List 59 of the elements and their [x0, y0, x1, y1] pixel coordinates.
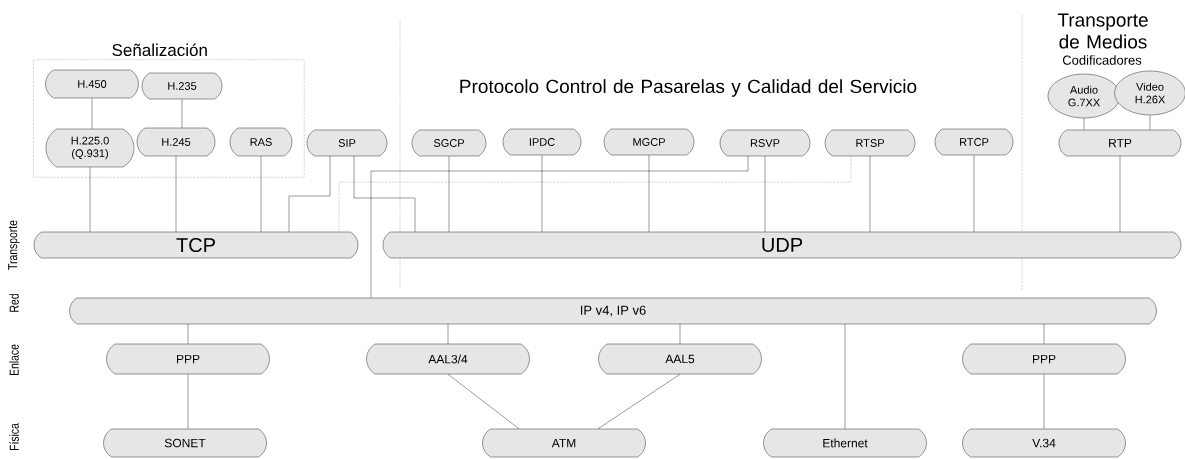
connector-line — [973, 155, 975, 232]
layer-label: Enlace — [9, 344, 19, 376]
connector-line — [187, 374, 189, 429]
protocol-box: RAS — [229, 127, 293, 157]
connector-line — [1043, 374, 1045, 429]
protocol-box: RTCP — [934, 128, 1014, 156]
connector-line — [338, 156, 852, 232]
layer-label: Transporte — [8, 220, 20, 270]
protocol-box: PPP — [106, 343, 270, 375]
protocol-box: AAL3/4 — [366, 343, 530, 375]
connector-line — [597, 374, 681, 429]
protocol-box: RTP — [1058, 129, 1182, 157]
connector-line — [541, 155, 543, 232]
connector-line — [1043, 324, 1045, 344]
protocol-box: V.34 — [962, 428, 1126, 458]
connector-line — [869, 156, 871, 232]
protocol-box: SGCP — [411, 129, 487, 157]
connector-line — [260, 156, 262, 232]
protocol-box: SIP — [306, 129, 388, 157]
protocol-box: H.225.0 (Q.931) — [45, 128, 135, 168]
connector-line — [679, 324, 681, 344]
connector-line — [447, 324, 449, 344]
protocol-box: TCP — [33, 231, 359, 259]
connector-line — [1119, 156, 1121, 232]
protocol-box: Ethernet — [763, 428, 927, 458]
connector-line — [353, 156, 416, 232]
protocol-box: MGCP — [603, 128, 695, 156]
protocol-box: H.245 — [136, 127, 216, 157]
connector-line — [1149, 115, 1151, 130]
connector-line — [844, 324, 846, 429]
protocol-box: SONET — [103, 428, 267, 458]
connector-line — [447, 374, 520, 429]
protocol-box: RSVP — [719, 129, 811, 157]
connector-line — [89, 167, 91, 232]
protocol-box: AAL5 — [598, 343, 762, 375]
group-label: Codificadores — [1062, 55, 1142, 65]
protocol-box: UDP — [382, 231, 1182, 259]
protocol-box: RTSP — [824, 129, 916, 157]
connector-line — [187, 324, 189, 344]
connector-line — [764, 156, 766, 232]
connector-line — [181, 99, 183, 128]
node-label: Señalización — [112, 43, 207, 57]
protocol-box: H.450 — [45, 69, 139, 99]
connector-line — [91, 98, 93, 129]
protocol-box: IP v4, IP v6 — [69, 297, 1157, 325]
protocol-box: PPP — [962, 343, 1126, 375]
section-heading: Transporte de Medios — [1057, 13, 1148, 49]
connector-line — [448, 156, 450, 232]
layer-label: Red — [9, 294, 19, 312]
layer-label: Física — [9, 423, 19, 451]
connector-line — [175, 156, 177, 232]
protocol-box: H.235 — [141, 72, 223, 100]
connector-line — [288, 156, 331, 232]
section-heading: Protocolo Control de Pasarelas y Calidad del Servicio — [460, 79, 917, 97]
protocol-box: ATM — [482, 428, 646, 458]
connector-line — [648, 155, 650, 232]
connector-line — [1083, 118, 1085, 130]
connector-line — [370, 156, 749, 298]
protocol-box: IPDC — [502, 128, 582, 156]
